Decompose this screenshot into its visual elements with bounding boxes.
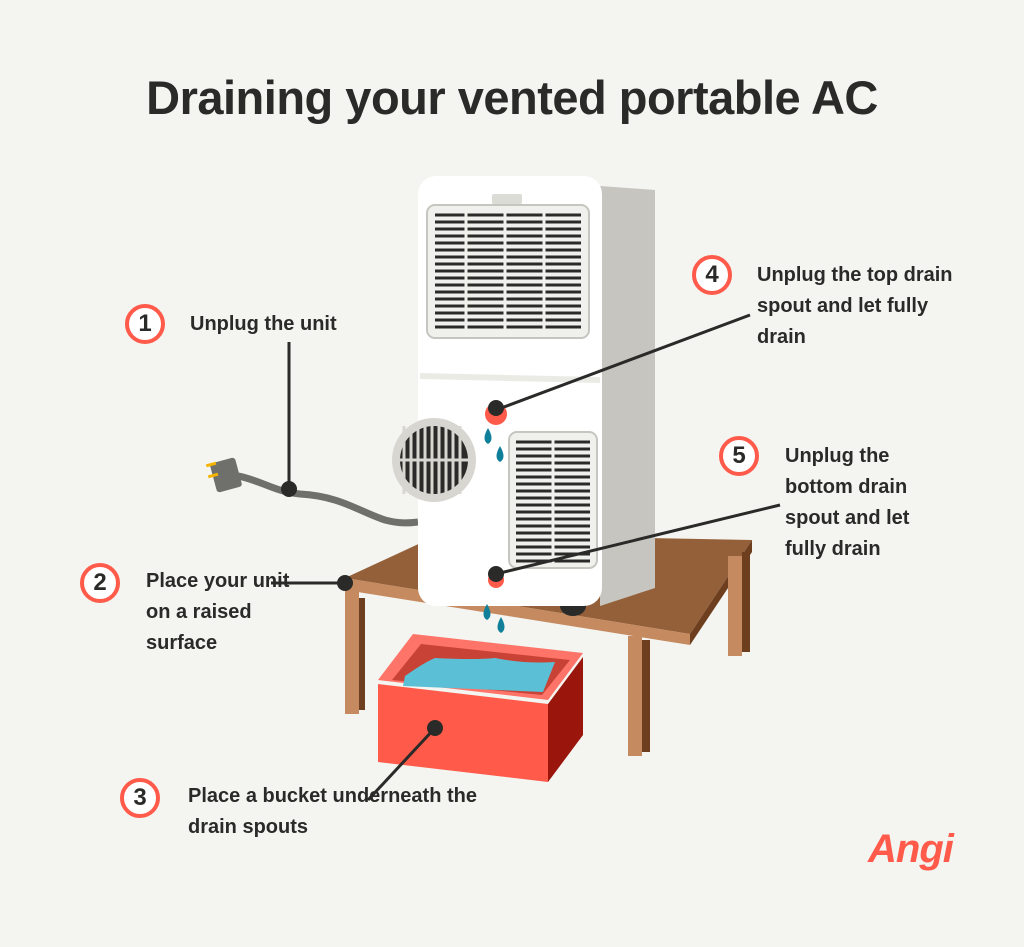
- water-drop-icon: [483, 428, 505, 633]
- callout-dots: [281, 400, 504, 736]
- page-title: Draining your vented portable AC: [146, 71, 878, 124]
- step-label-4: Unplug the top drain spout and let fully…: [757, 264, 953, 348]
- step-label-1: Unplug the unit: [190, 313, 337, 335]
- angi-logo: Angi: [868, 827, 954, 871]
- step-badge-3: 3: [120, 778, 160, 818]
- step-badge-1: 1: [125, 304, 165, 344]
- bottom-vent-grille: [508, 431, 598, 569]
- top-vent-grille: [426, 204, 590, 339]
- callout-lines: [271, 313, 781, 802]
- step-badge-4: 4: [692, 255, 732, 295]
- exhaust-vent: [392, 418, 476, 502]
- step-label-2: Place your unit on a raised surface: [146, 570, 290, 654]
- step-badge-2: 2: [80, 563, 120, 603]
- bucket-icon: [378, 634, 583, 782]
- step-badge-5: 5: [719, 436, 759, 476]
- power-cord-icon: [205, 457, 419, 527]
- step-label-5: Unplug the bottom drain spout and let fu…: [785, 445, 910, 560]
- step-label-3: Place a bucket underneath the drain spou…: [188, 785, 477, 838]
